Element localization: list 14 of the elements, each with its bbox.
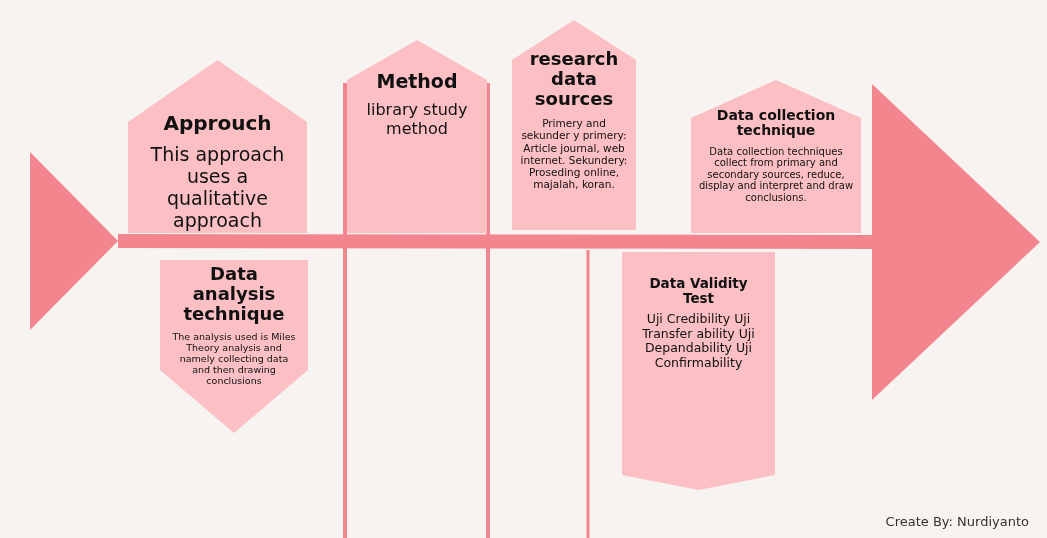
card-heading: Data Validity Test	[648, 276, 749, 306]
card-heading: research data sources	[528, 49, 620, 109]
spine-line	[118, 234, 872, 249]
card-text: Uji Credibility Uji Transfer ability Uji Depandability Uji Confirmability	[641, 312, 756, 370]
card-heading: Data collection technique	[715, 108, 837, 139]
card-heading: Data analysis technique	[182, 264, 286, 324]
card-text: Data collection techniques collect from primary and secondary sources, reduce, display and interpret and draw conclusions.	[697, 145, 855, 204]
credit-text: Create By: Nurdiyanto	[885, 514, 1029, 529]
card-heading: Method	[375, 71, 459, 92]
card-text: Primery and sekunder y primery: Article journal, web internet. Sekundery: Proseding online, majalah, koran.	[519, 117, 629, 190]
card-heading: Approuch	[162, 112, 273, 134]
card-text: The analysis used is Miles Theory analysis and namely collecting data and then drawing conclusions	[171, 332, 297, 387]
card-text: This approach uses a qualitative approach	[149, 144, 286, 232]
card-text: library study method	[365, 101, 469, 139]
